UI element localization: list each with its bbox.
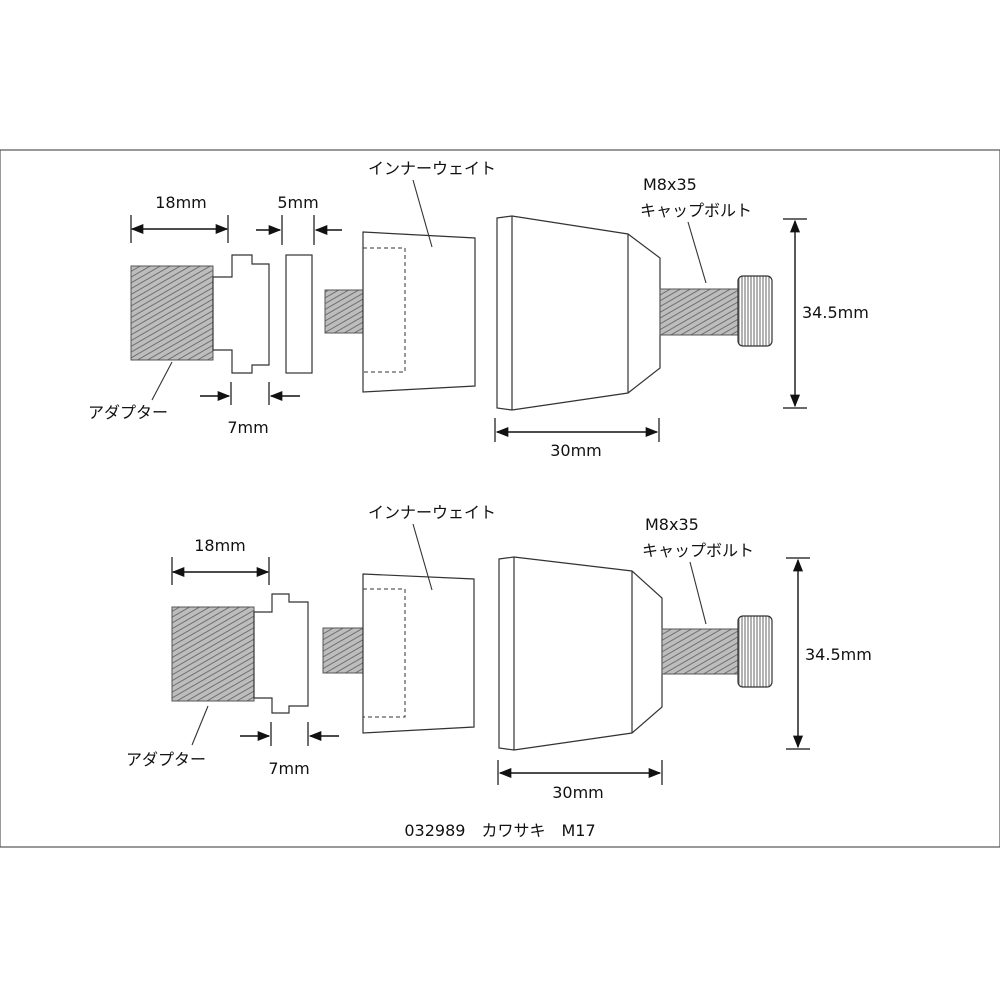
top-adapter-label: アダプター bbox=[88, 403, 168, 422]
top-inner-weight-hidden-bore bbox=[362, 247, 406, 373]
bottom-adapter-label: アダプター bbox=[126, 750, 206, 769]
bottom-adapter-leader bbox=[191, 705, 209, 746]
bottom-bolt-leader bbox=[689, 561, 707, 625]
caption: 032989 カワサキ M17 bbox=[404, 821, 595, 840]
top-bolt-head bbox=[737, 275, 773, 347]
top-assembly: 18mm 5mm 7mm 30mm 34.5mm インナーウェイト M8x35 … bbox=[88, 159, 869, 460]
bottom-inner-weight-hidden-bore bbox=[362, 588, 406, 718]
top-bolt-leader bbox=[687, 221, 707, 284]
bottom-bolt-name-label: キャップボルト bbox=[642, 541, 754, 560]
top-bolt-shank bbox=[659, 288, 741, 336]
bottom-adapter-flange bbox=[253, 593, 309, 714]
bottom-inner-weight-leader bbox=[412, 523, 433, 591]
bottom-inner-weight bbox=[362, 573, 475, 734]
bottom-inner-weight-label: インナーウェイト bbox=[368, 503, 496, 522]
top-dim-30mm: 30mm bbox=[550, 441, 602, 460]
top-bar-end-body bbox=[496, 215, 661, 411]
top-inner-weight-label: インナーウェイト bbox=[368, 159, 496, 178]
bottom-dim-30mm: 30mm bbox=[552, 783, 604, 802]
bottom-dim-34-5mm: 34.5mm bbox=[805, 645, 872, 664]
top-dim-5mm: 5mm bbox=[277, 193, 318, 212]
bottom-bolt-shank bbox=[661, 628, 741, 675]
bottom-dim-18mm: 18mm bbox=[194, 536, 246, 555]
top-adapter-flange bbox=[212, 254, 270, 374]
top-dim-18mm: 18mm bbox=[155, 193, 207, 212]
bottom-bar-end-body bbox=[498, 556, 663, 751]
bottom-dim-7mm: 7mm bbox=[268, 759, 309, 778]
bottom-bolt-head bbox=[737, 615, 773, 688]
bottom-bolt-spec-label: M8x35 bbox=[645, 515, 699, 534]
bottom-adapter-thread bbox=[171, 606, 255, 702]
top-dim-7mm: 7mm bbox=[227, 418, 268, 437]
top-adapter-leader bbox=[151, 361, 173, 401]
top-dim-34-5mm: 34.5mm bbox=[802, 303, 869, 322]
top-bolt-spec-label: M8x35 bbox=[643, 175, 697, 194]
top-adapter-thread bbox=[130, 265, 214, 361]
top-inner-weight-leader bbox=[412, 179, 433, 248]
top-inner-weight bbox=[362, 231, 476, 393]
bottom-assembly: 18mm 7mm 30mm 34.5mm インナーウェイト M8x35 キャップ… bbox=[126, 503, 872, 802]
top-bolt-name-label: キャップボルト bbox=[640, 201, 752, 220]
top-spacer bbox=[285, 254, 313, 374]
